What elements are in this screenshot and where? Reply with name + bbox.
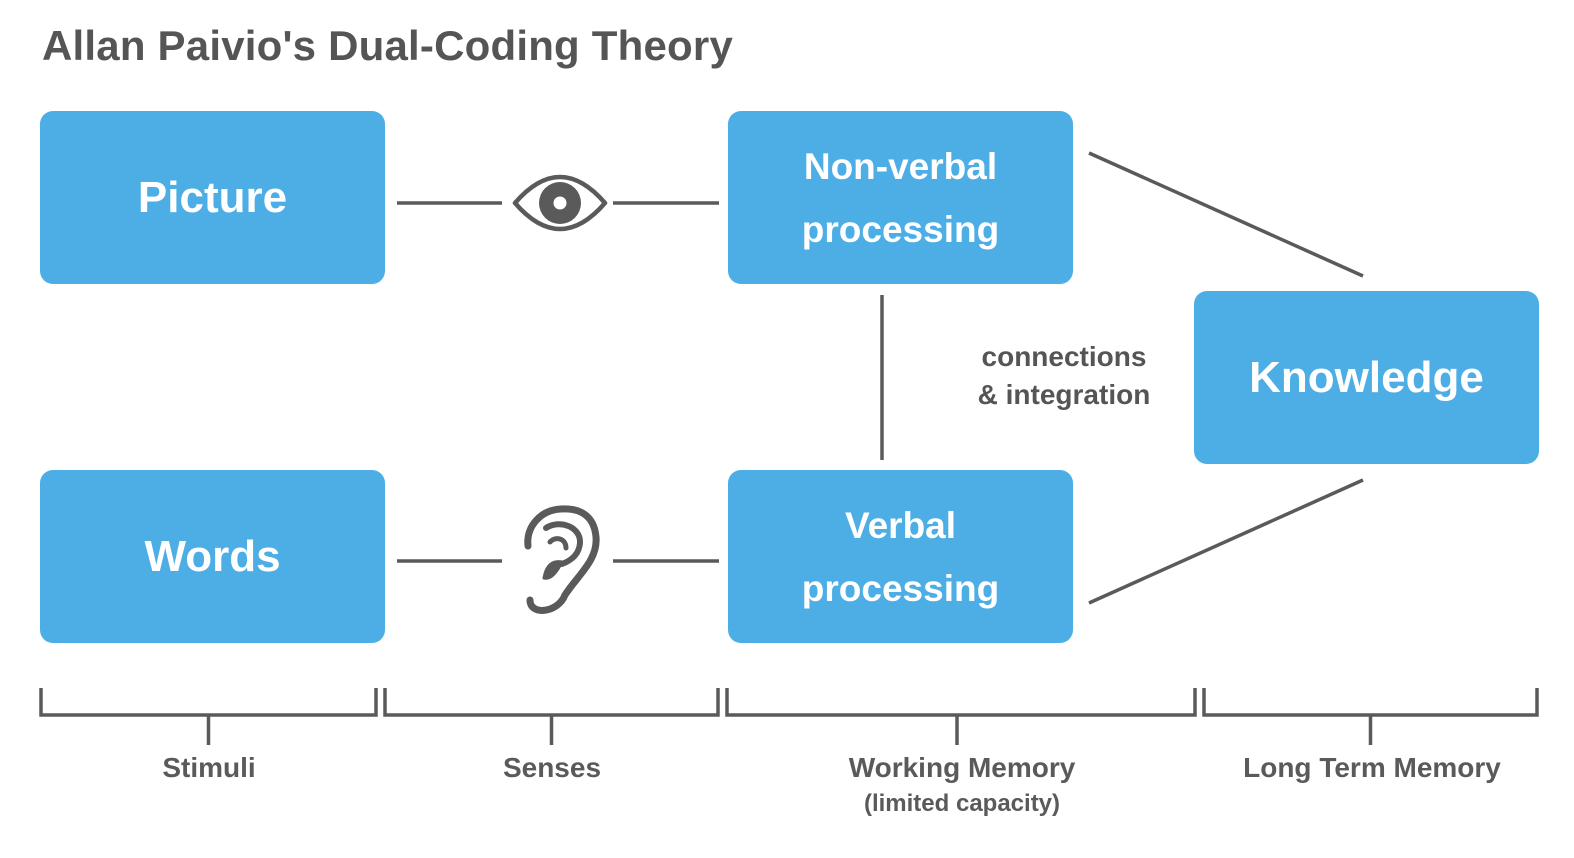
nonverbal-processing-box: Non-verbal processing [728,111,1073,284]
stage-senses-text: Senses [502,752,602,783]
stage-label-working-memory: Working Memory (limited capacity) [812,752,1112,818]
bracket-senses [383,688,720,745]
verbal-label-line1: Verbal [844,504,957,546]
connector-verbal-knowledge [1088,478,1364,605]
picture-box: Picture [40,111,385,284]
bracket-long-term-memory [1202,688,1539,745]
stage-label-stimuli: Stimuli [109,752,309,784]
bracket-working-memory [725,688,1197,745]
verbal-processing-box: Verbal processing [728,470,1073,643]
knowledge-label: Knowledge [1249,352,1484,402]
stage-stimuli-text: Stimuli [162,752,256,783]
connections-note: connections & integration [960,338,1168,414]
connections-note-line1: connections [981,341,1147,372]
verbal-label-line2: processing [801,567,1000,609]
stage-working-memory-subtext: (limited capacity) [863,790,1061,817]
connections-note-line2: & integration [977,379,1151,410]
stage-label-long-term-memory: Long Term Memory [1222,752,1522,784]
knowledge-box: Knowledge [1194,291,1539,464]
connector-nonverbal-knowledge [1088,151,1364,278]
stage-long-term-memory-text: Long Term Memory [1243,752,1501,783]
words-label: Words [144,531,281,581]
words-box: Words [40,470,385,643]
stage-label-senses: Senses [452,752,652,784]
stage-working-memory-text: Working Memory [848,752,1076,783]
eye-icon [512,174,608,232]
nonverbal-label-line1: Non-verbal [803,145,998,187]
picture-label: Picture [137,172,288,222]
ear-icon [524,505,600,614]
bracket-stimuli [39,688,378,745]
nonverbal-label-line2: processing [801,208,1000,250]
page-title: Allan Paivio's Dual-Coding Theory [42,22,734,69]
